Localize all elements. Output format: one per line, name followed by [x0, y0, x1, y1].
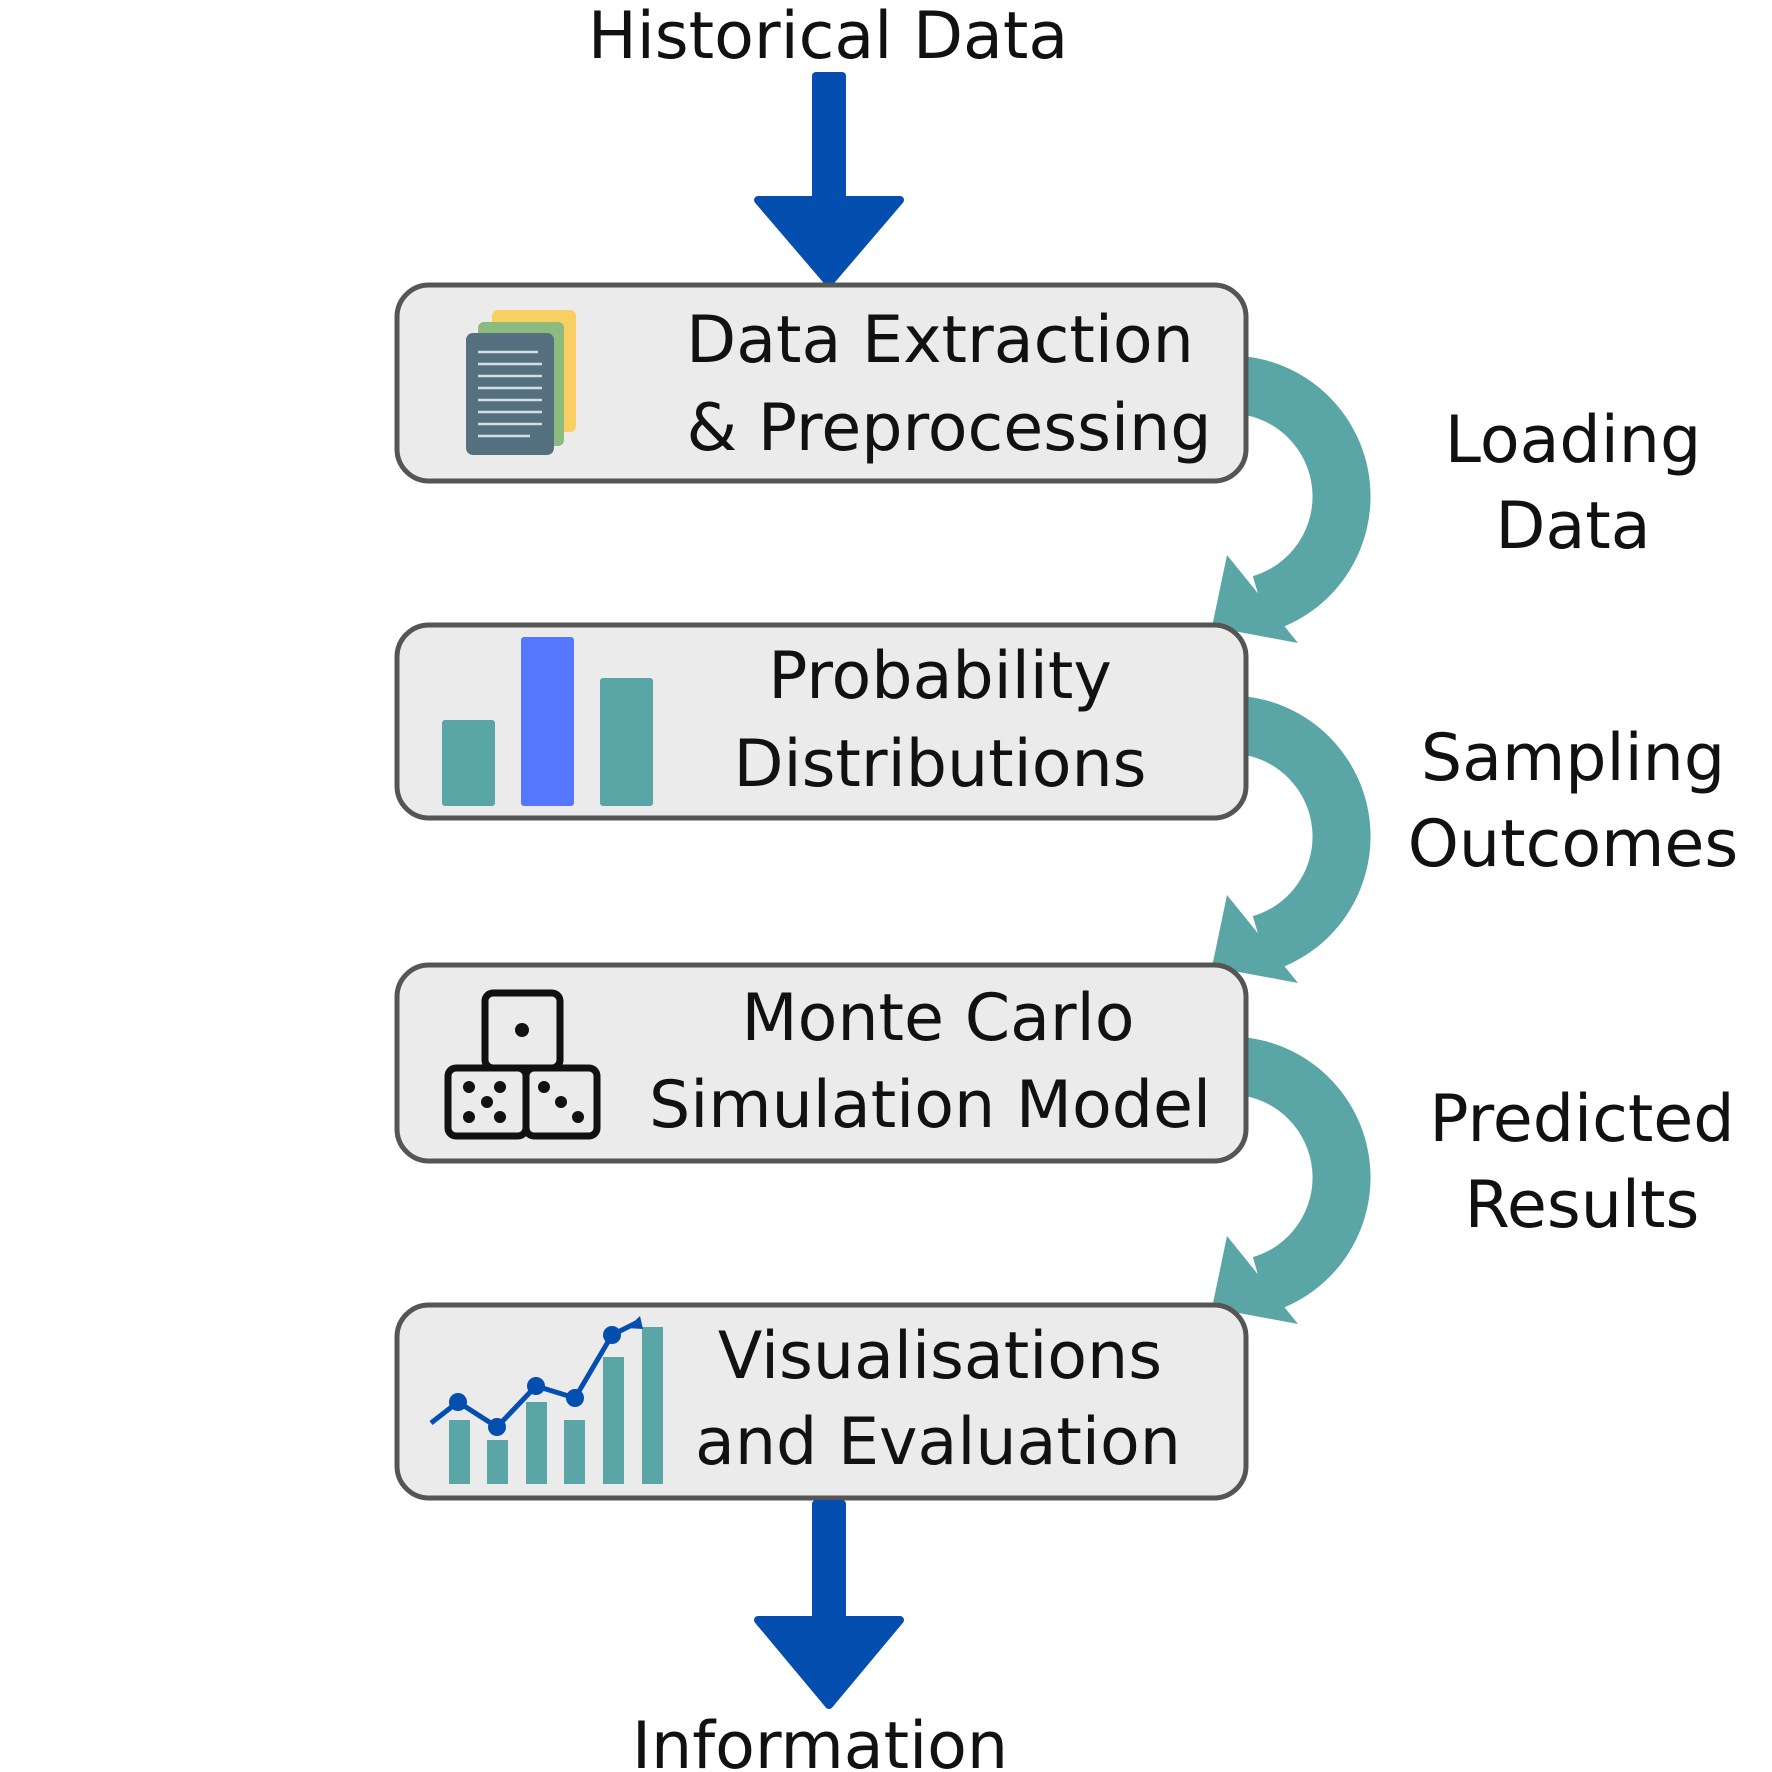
input-label: Historical Data	[588, 0, 1068, 74]
dice-pips	[463, 1023, 584, 1123]
transition-label-line1: Loading	[1445, 403, 1701, 478]
step-title-line2: & Preprocessing	[687, 391, 1212, 466]
transition-arrow-3	[1212, 1037, 1371, 1324]
transition-label-line1: Predicted	[1429, 1082, 1734, 1157]
step-title-line2: Simulation Model	[649, 1068, 1211, 1143]
output-label: Information	[632, 1709, 1008, 1772]
bar-chart-icon	[442, 637, 653, 806]
documents-icon	[466, 310, 576, 455]
step-title-line1: Monte Carlo	[742, 981, 1135, 1056]
input-arrow	[754, 72, 904, 287]
transition-label-line2: Outcomes	[1408, 807, 1739, 882]
transition-arrow-2	[1212, 696, 1371, 983]
transition-label-line1: Sampling	[1421, 721, 1725, 796]
step-title-line1: Probability	[768, 639, 1112, 714]
step-box-monte-carlo: Monte Carlo Simulation Model	[394, 962, 1249, 1164]
step-box-data-extraction: Data Extraction & Preprocessing	[394, 282, 1249, 484]
transition-label-line2: Data	[1495, 489, 1650, 564]
growth-chart-icon	[429, 1316, 663, 1484]
step-title-line1: Data Extraction	[686, 303, 1194, 378]
dice-icon	[444, 989, 601, 1140]
step-box-probability-distributions: Probability Distributions	[394, 622, 1249, 821]
step-title-line1: Visualisations	[718, 1319, 1162, 1394]
step-box-visualisations: Visualisations and Evaluation	[394, 1302, 1249, 1501]
step-title-line2: Distributions	[733, 727, 1146, 802]
transition-label-line2: Results	[1465, 1168, 1700, 1243]
step-title-line2: and Evaluation	[695, 1405, 1181, 1480]
transition-arrow-1	[1212, 356, 1371, 643]
output-arrow	[754, 1500, 904, 1709]
